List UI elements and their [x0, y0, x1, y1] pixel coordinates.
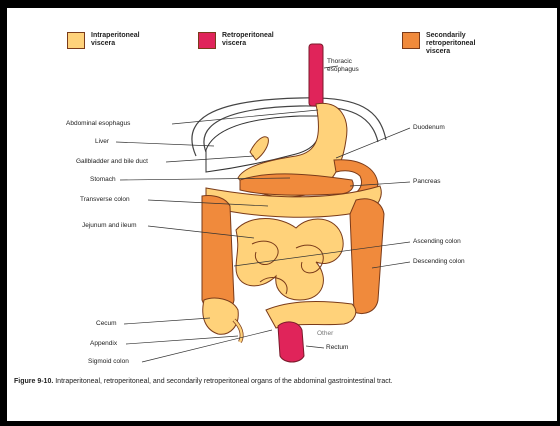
label-abdominal-esophagus: Abdominal esophagus	[66, 120, 130, 128]
leader-cecum	[124, 318, 210, 324]
label-pancreas: Pancreas	[413, 178, 440, 186]
label-sigmoid-colon: Sigmoid colon	[88, 358, 129, 366]
ascending-colon-shape	[202, 195, 234, 315]
cecum-shape	[203, 298, 238, 334]
label-ascending-colon: Ascending colon	[413, 238, 461, 246]
rectum-shape	[278, 322, 304, 362]
label-blurred: Other	[317, 330, 333, 338]
label-thoracic-esophagus: Thoracic esophagus	[327, 58, 359, 74]
leader-liver	[116, 142, 214, 146]
label-gallbladder: Gallbladder and bile duct	[76, 158, 148, 166]
figure-caption: Figure 9-10. Intraperitoneal, retroperit…	[14, 377, 550, 386]
label-descending-colon: Descending colon	[413, 258, 465, 266]
thoracic-esophagus-shape	[309, 44, 323, 106]
label-appendix: Appendix	[90, 340, 117, 348]
label-transverse-colon: Transverse colon	[80, 196, 130, 204]
caption-figure-number: Figure 9-10.	[14, 378, 53, 385]
label-duodenum: Duodenum	[413, 124, 445, 132]
leader-pancreas	[350, 182, 410, 186]
label-cecum: Cecum	[96, 320, 117, 328]
caption-text: Intraperitoneal, retroperitoneal, and se…	[53, 378, 392, 385]
label-jejunum-ileum: Jejunum and ileum	[82, 222, 137, 230]
descending-colon-shape	[350, 199, 384, 314]
jejunum-ileum-shape	[236, 219, 343, 301]
label-rectum: Rectum	[326, 344, 348, 352]
sigmoid-colon-shape	[266, 302, 356, 328]
leader-rectum	[306, 346, 324, 348]
label-stomach: Stomach	[90, 176, 116, 184]
pancreas-shape	[240, 174, 353, 195]
leader-sigmoid	[142, 330, 272, 362]
label-liver: Liver	[95, 138, 109, 146]
